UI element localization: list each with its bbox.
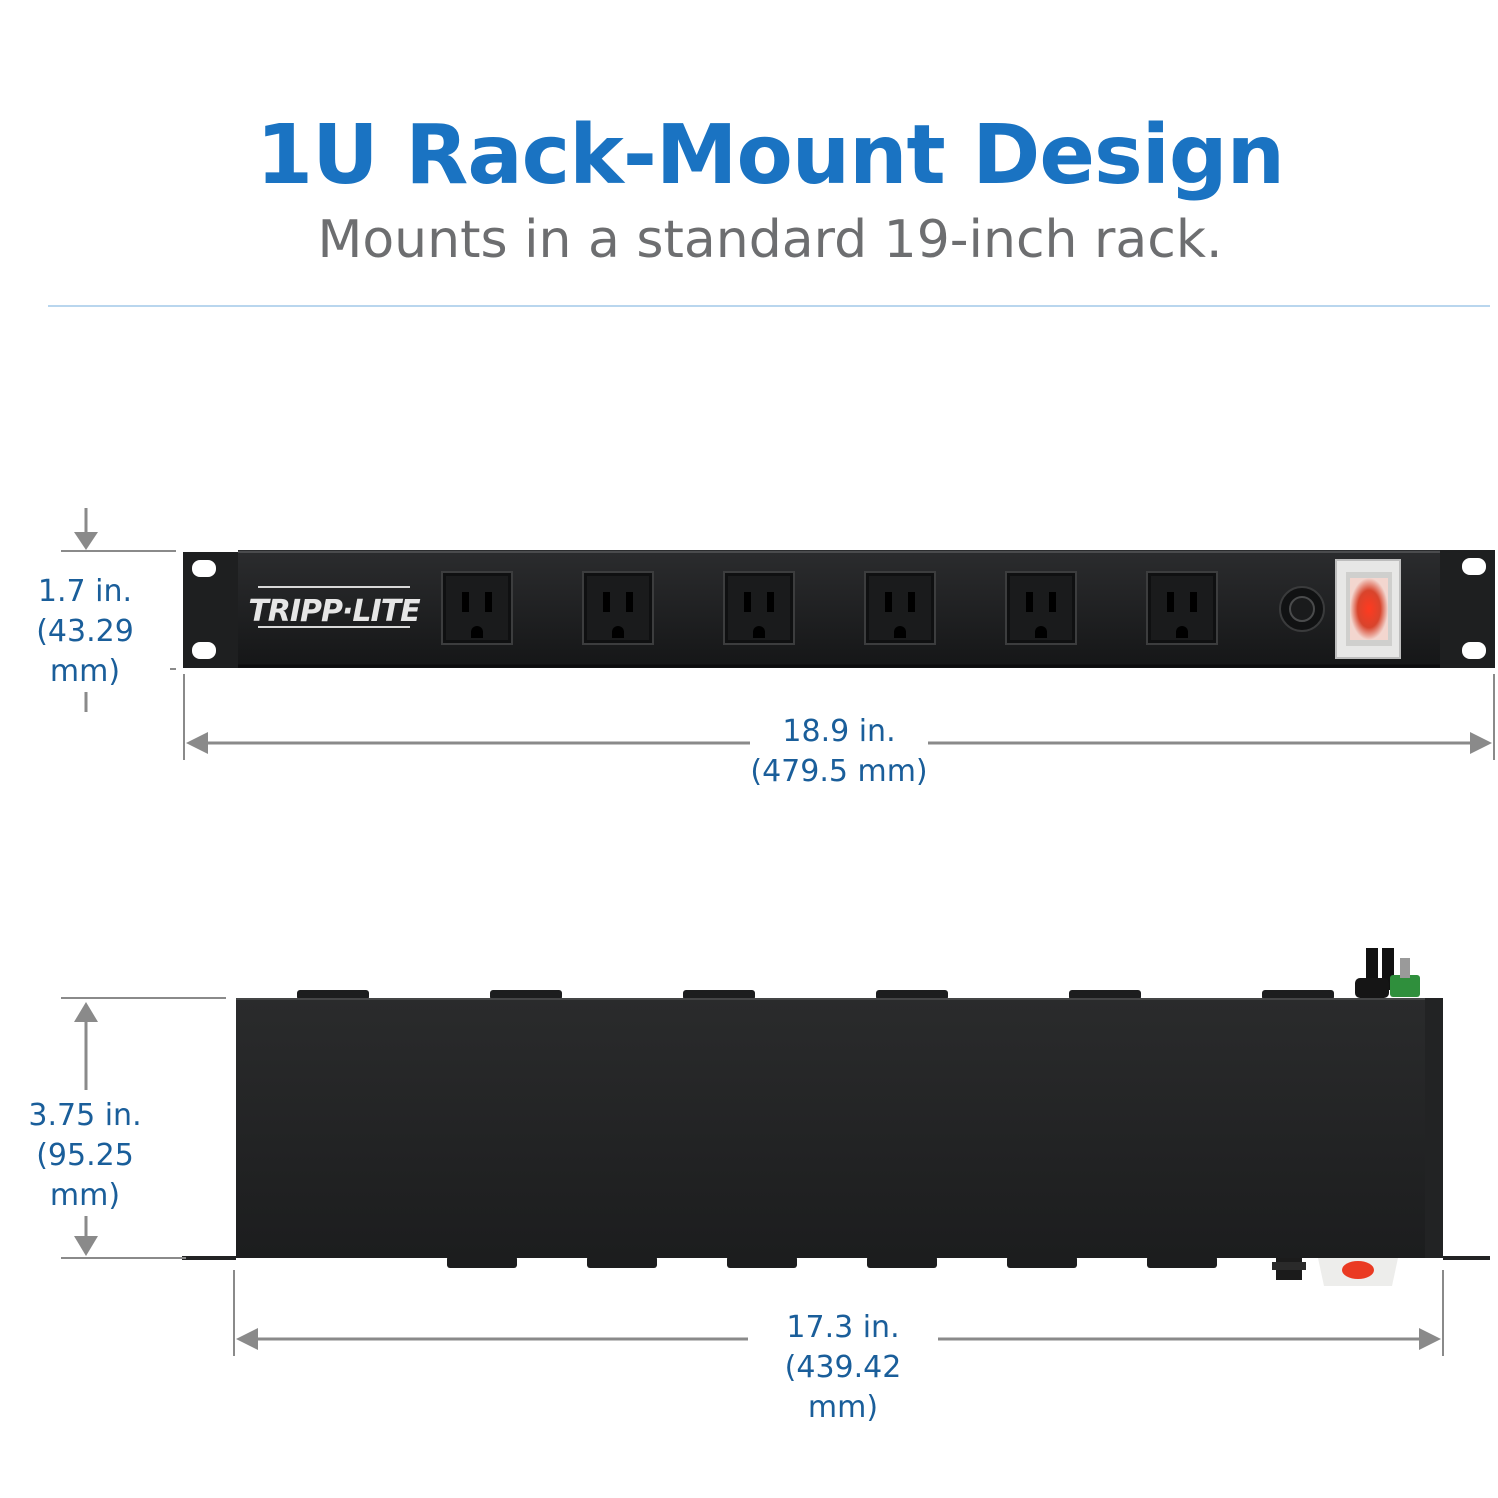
- right-mounting-ear: [1440, 550, 1495, 668]
- outlet: [1146, 571, 1218, 645]
- top-view: [182, 948, 1490, 1286]
- rear-bump: [1262, 990, 1334, 1000]
- page-subtitle: Mounts in a standard 19-inch rack.: [317, 210, 1223, 270]
- rear-bump: [876, 990, 948, 1000]
- front-height-label: 1.7 in. (43.29 mm): [0, 572, 170, 692]
- outlet: [1005, 571, 1077, 645]
- top-depth-mm: (95.25 mm): [36, 1138, 134, 1213]
- page-title: 1U Rack-Mount Design: [256, 108, 1285, 203]
- front-bump: [1007, 1256, 1077, 1268]
- outlet: [582, 571, 654, 645]
- outlet: [723, 571, 795, 645]
- top-width-inches: 17.3 in.: [786, 1310, 900, 1345]
- switch-light-top: [1318, 1258, 1398, 1286]
- front-outlets: [441, 571, 1218, 645]
- left-mounting-ear: [183, 552, 238, 668]
- logo-text: TRIPP·LITE: [248, 594, 421, 629]
- circuit-breaker-button: [1279, 586, 1325, 632]
- mounting-bracket: [1425, 998, 1443, 1258]
- rear-bump: [490, 990, 562, 1000]
- front-width-label: 18.9 in. (479.5 mm): [750, 712, 928, 792]
- front-view: TRIPP·LITE: [183, 550, 1495, 668]
- outlet: [864, 571, 936, 645]
- top-depth-inches: 3.75 in.: [28, 1098, 142, 1133]
- power-cord: [1355, 948, 1420, 998]
- front-bump: [727, 1256, 797, 1268]
- tripp-lite-logo: TRIPP·LITE: [248, 586, 422, 629]
- rear-bump: [683, 990, 755, 1000]
- front-bump: [447, 1256, 517, 1268]
- front-bump: [1147, 1256, 1217, 1268]
- front-width-inches: 18.9 in.: [782, 714, 896, 749]
- illuminated-power-switch: [1335, 559, 1401, 659]
- front-bump: [867, 1256, 937, 1268]
- front-width-mm: (479.5 mm): [750, 754, 928, 789]
- front-outlet-bumps: [447, 1256, 1217, 1268]
- rear-bump: [1069, 990, 1141, 1000]
- front-bump: [587, 1256, 657, 1268]
- front-panel: [238, 550, 1440, 668]
- top-depth-label: 3.75 in. (95.25 mm): [0, 1096, 170, 1216]
- front-height-inches: 1.7 in.: [37, 574, 133, 609]
- outlet: [441, 571, 513, 645]
- front-height-mm: (43.29 mm): [36, 614, 134, 689]
- top-width-mm: (439.42 mm): [784, 1350, 902, 1425]
- top-width-label: 17.3 in. (439.42 mm): [748, 1308, 938, 1428]
- rear-outlet-bumps: [297, 990, 1334, 1000]
- divider-rule: [48, 305, 1490, 307]
- rear-bump: [297, 990, 369, 1000]
- breaker-knob-top: [1272, 1258, 1306, 1280]
- chassis-body: [236, 998, 1443, 1258]
